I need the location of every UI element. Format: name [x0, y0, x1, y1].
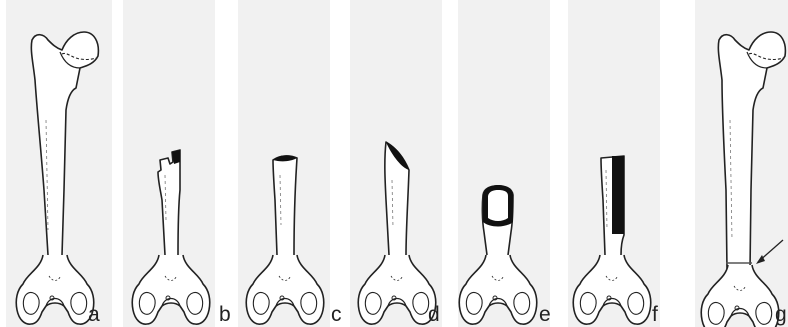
label-d: d: [428, 304, 440, 325]
bone-d: [358, 142, 436, 324]
bone-g: [701, 32, 785, 327]
label-f: f: [652, 304, 658, 325]
bone-b: [132, 150, 210, 324]
label-c: c: [331, 304, 342, 325]
label-e: e: [539, 304, 551, 325]
label-g: g: [775, 304, 787, 325]
label-a: a: [88, 304, 100, 325]
bone-e: [459, 185, 537, 324]
arrow-indicator: [756, 240, 783, 264]
bone-c: [246, 155, 324, 324]
bone-f: [573, 156, 651, 324]
bone-a: [16, 32, 98, 324]
label-b: b: [219, 304, 231, 325]
